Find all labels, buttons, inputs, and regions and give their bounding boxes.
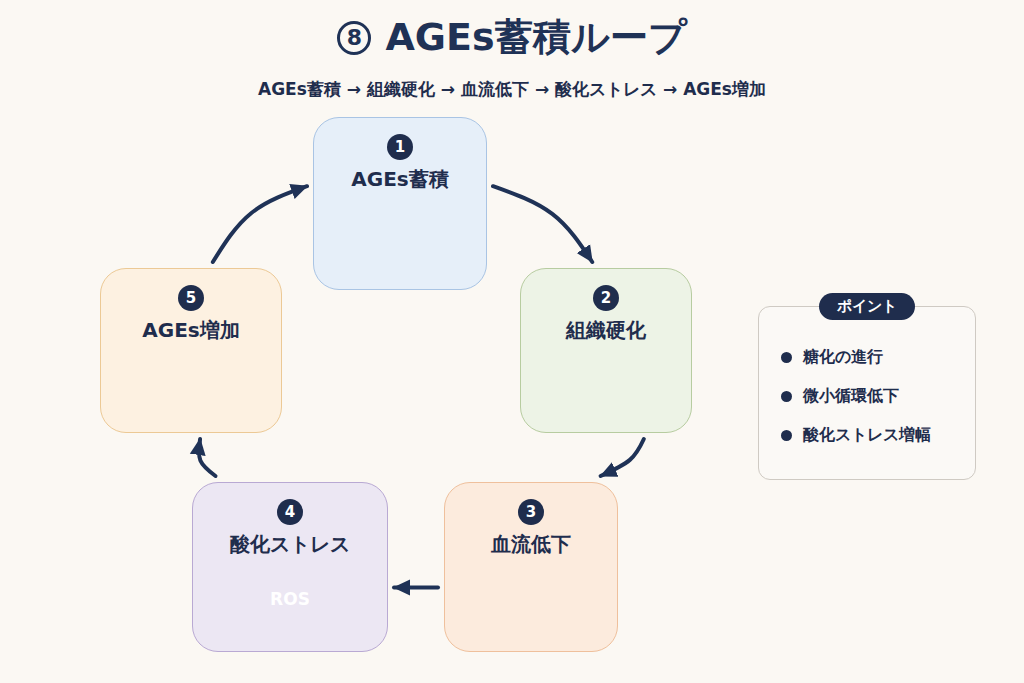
step-number: 3 [518,499,544,525]
point-panel: ポイント糖化の進行微小循環低下酸化ストレス増幅 [758,306,976,480]
step-number: 5 [178,285,204,311]
step-label: AGEs増加 [142,317,239,344]
bullet-item: 糖化の進行 [781,347,961,368]
cycle-arrow [213,186,307,262]
cycle-arrow [493,186,592,262]
process-box: 1AGEs蓄積 [313,117,487,290]
diagram-title: AGEs蓄積ループ [385,12,686,63]
process-box: 5AGEs増加 [100,268,282,433]
cycle-arrow [601,439,644,476]
process-box: 3 血流低下 [444,482,618,652]
callout-number: 8 [337,21,371,55]
step-number: 4 [277,499,303,525]
step-label: 組織硬化 [566,317,646,344]
title-row: 8 AGEs蓄積ループ [0,12,1024,63]
step-number: 2 [593,285,619,311]
panel-heading: ポイント [819,293,915,320]
cycle-arrow [199,439,216,476]
step-label: AGEs蓄積 [351,166,448,193]
cycle-arrow [394,585,438,589]
step-label: 血流低下 [491,531,571,558]
bullet-item: 酸化ストレス増幅 [781,425,961,446]
flow-summary: AGEs蓄積 → 組織硬化 → 血流低下 → 酸化ストレス → AGEs増加 [0,78,1024,101]
process-box: 2 組織硬化 [520,268,692,433]
bullet-item: 微小循環低下 [781,386,961,407]
step-number: 1 [387,134,413,160]
ros-label: ROS [193,589,387,609]
process-box: 4 酸化ストレス ROS [192,482,388,652]
step-label: 酸化ストレス [230,531,350,558]
